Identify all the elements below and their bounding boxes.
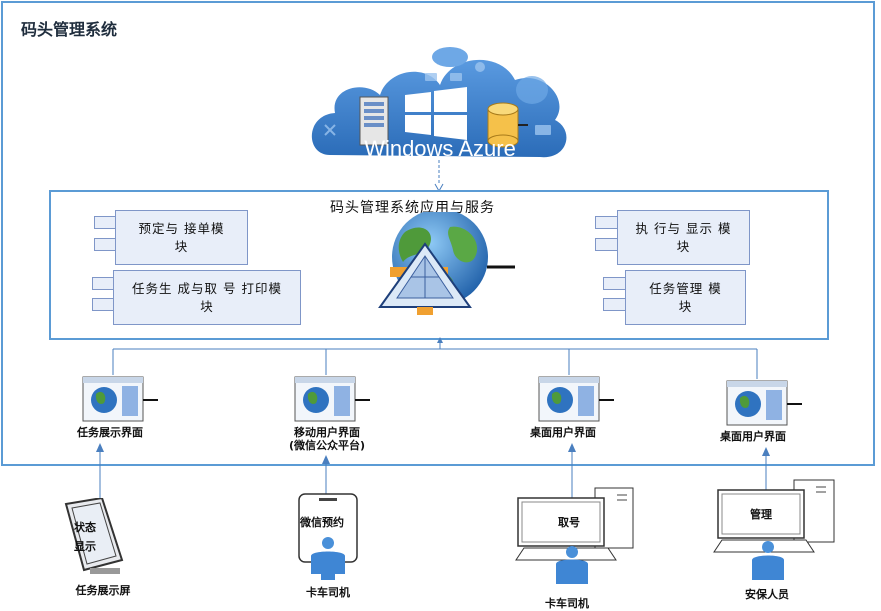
interface-window-icon xyxy=(294,376,370,422)
screen-text-wechat: 微信预约 xyxy=(300,516,344,529)
azure-cloud: Windows Azure xyxy=(311,47,567,161)
interface-window-icon xyxy=(726,380,802,426)
interface-label-mobile: 移动用户界面(微信公众平台) xyxy=(288,426,366,452)
desktop-with-driver xyxy=(515,487,634,584)
database-icon xyxy=(487,102,528,148)
device-label-security: 安保人员 xyxy=(745,588,789,601)
module-execution-display: 执 行与 显示 模块 xyxy=(617,210,750,265)
module-task-generation: 任务生 成与取 号 打印模块 xyxy=(113,270,301,325)
azure-label: Windows Azure xyxy=(364,136,516,161)
device-connectors xyxy=(96,443,770,518)
interface-window-icon xyxy=(538,376,614,422)
screen-text-manage: 管理 xyxy=(750,508,772,521)
device-label-display: 任务展示屏 xyxy=(75,584,131,597)
module-reservation: 预定与 接单模块 xyxy=(115,210,248,265)
system-boundary xyxy=(1,1,875,466)
device-label-driver: 卡车司机 xyxy=(306,586,350,599)
interface-label-desktop: 桌面用户界面 xyxy=(530,426,596,439)
windows-logo-icon xyxy=(405,87,467,140)
interface-label-desktop: 桌面用户界面 xyxy=(720,430,786,443)
system-title: 码头管理系统 xyxy=(21,20,118,39)
person-icon xyxy=(752,541,784,580)
module-task-management: 任务管理 模块 xyxy=(625,270,746,325)
device-label-driver: 卡车司机 xyxy=(545,597,589,610)
desktop-with-security xyxy=(713,479,835,580)
person-icon xyxy=(556,546,588,584)
screen-text-take-number: 取号 xyxy=(558,516,580,529)
person-icon xyxy=(311,537,345,580)
screen-text-status: 状态显示 xyxy=(74,521,96,553)
phone-with-driver xyxy=(298,493,358,580)
server-icon xyxy=(359,96,389,146)
globe-service-icon xyxy=(378,212,515,315)
display-screen-device xyxy=(64,498,124,574)
interface-connectors xyxy=(112,337,758,379)
interface-label-task-display: 任务展示界面 xyxy=(77,426,143,439)
cloud-connector xyxy=(434,160,444,192)
interface-window-icon xyxy=(82,376,158,422)
